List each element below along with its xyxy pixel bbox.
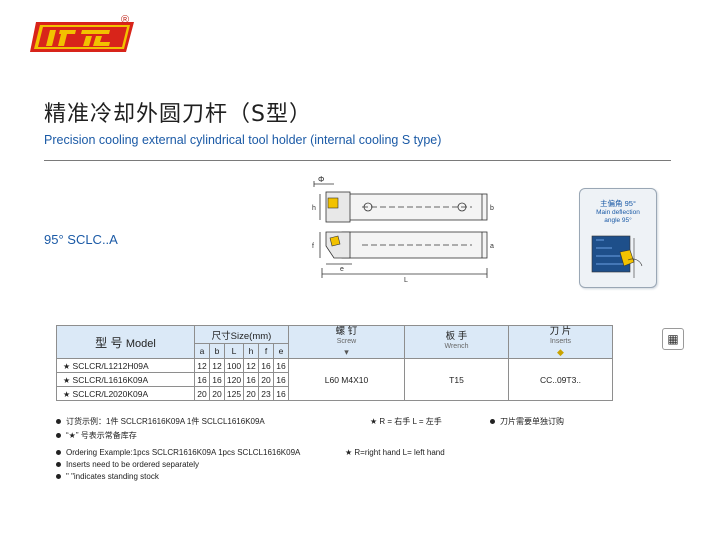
- dim-f: f: [312, 243, 314, 250]
- note-cn-rl: ★ R = 右手 L = 左手: [370, 417, 442, 426]
- note-cn-order: 订货示例：1件 SCLCR1616K09A 1件 SCLCL1616K09A: [56, 416, 265, 427]
- col-a: a: [194, 343, 210, 359]
- col-f: f: [258, 343, 274, 359]
- col-b: b: [209, 343, 225, 359]
- scan-icon[interactable]: ▦: [662, 328, 684, 350]
- dim-L: L: [404, 277, 408, 284]
- dim-e: e: [340, 266, 344, 273]
- deflection-subtitle-2: angle 95°: [604, 217, 632, 224]
- deflection-subtitle-1: Main deflection: [596, 209, 640, 216]
- col-e: e: [273, 343, 289, 359]
- screw-value: L60 M4X10: [288, 358, 405, 401]
- note-en-rl: ★ R=right hand L= left hand: [345, 448, 445, 457]
- page-title: 精准冷却外圆刀杆（S型）: [44, 102, 312, 127]
- registered-mark: ®: [121, 14, 130, 26]
- note-en-insert: Inserts need to be ordered separately: [56, 460, 199, 469]
- table-row: ★ SCLCR/L2020K09A 20 20 125 20 23 16: [56, 386, 613, 401]
- brand-logo: [30, 22, 134, 52]
- insert-value: CC..09T3..: [508, 358, 613, 401]
- dim-b: b: [490, 205, 494, 212]
- dim-h: h: [312, 205, 316, 212]
- dim-a: a: [490, 243, 494, 250]
- dim-phi: Φ: [318, 175, 324, 184]
- screw-icon: ▾: [344, 347, 349, 357]
- deflection-diagram: [591, 235, 643, 278]
- table-row: ★ SCLCR/L1212H09A 12 12 100 12 16 16 L60…: [56, 358, 613, 401]
- col-h: h: [243, 343, 259, 359]
- note-cn-star: “★” 号表示常备库存: [56, 430, 137, 441]
- model-header: 型 号 Model: [56, 325, 195, 359]
- tool-holder-drawing: Φ h b a f e L: [312, 175, 494, 284]
- divider: [44, 160, 671, 161]
- col-L: L: [224, 343, 244, 359]
- deflection-title: 主偏角 95°: [600, 199, 636, 208]
- note-en-order: Ordering Example:1pcs SCLCR1616K09A 1pcs…: [56, 448, 300, 457]
- insert-icon: ◆: [557, 347, 564, 357]
- note-cn-insert: 刀片需要单独订购: [490, 416, 564, 427]
- page-subtitle: Precision cooling external cylindrical t…: [44, 133, 442, 147]
- series-label: 95° SCLC..A: [44, 232, 118, 247]
- wrench-value: T15: [404, 358, 509, 401]
- size-header: 尺寸Size(mm): [194, 325, 289, 344]
- note-en-star: " "indicates standing stock: [56, 472, 159, 481]
